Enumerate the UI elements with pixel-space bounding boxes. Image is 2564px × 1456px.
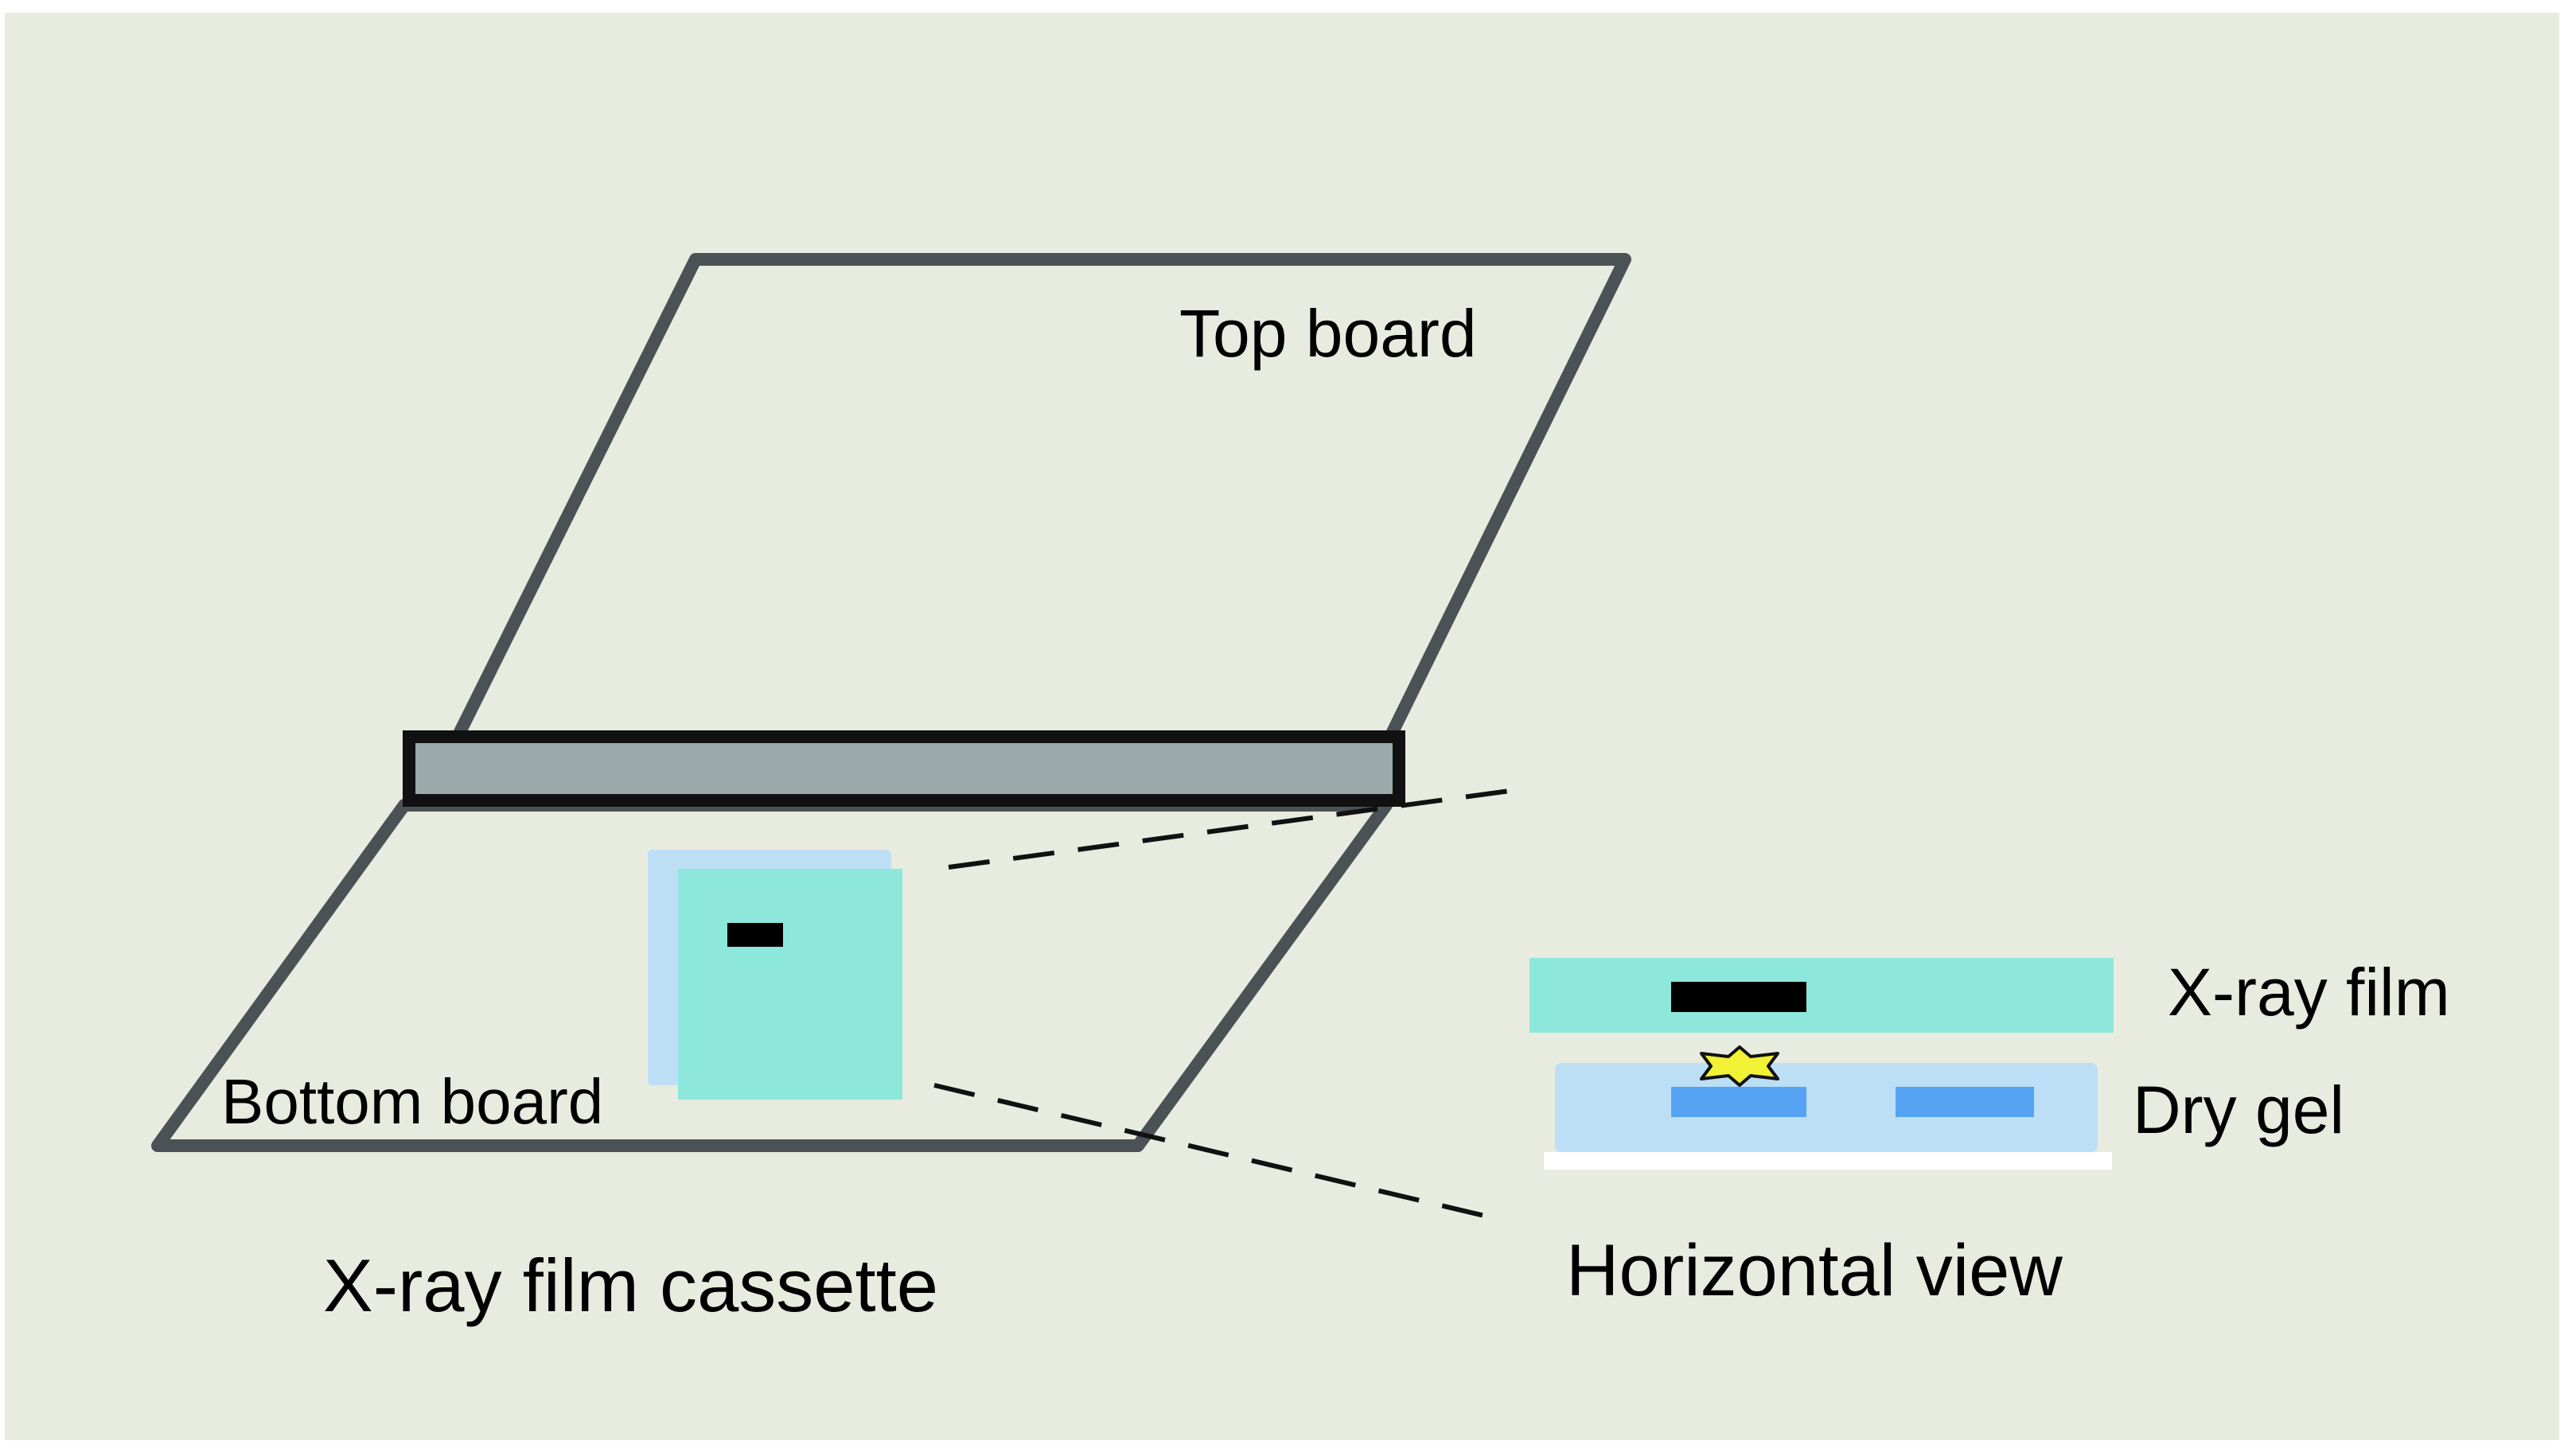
tray [1544, 1152, 2112, 1170]
dry-gel-label: Dry gel [2133, 1073, 2344, 1147]
gel-layer [1555, 1063, 2098, 1152]
cassette-caption: X-ray film cassette [323, 1244, 938, 1327]
top-board-outline [454, 253, 1631, 738]
xray-film-sheet [678, 869, 902, 1100]
gel-band-right [1896, 1087, 2034, 1117]
zoom-guide-lines [933, 787, 1522, 1221]
bottom-board-label: Bottom board [221, 1066, 603, 1137]
horizontal-view: X-ray film Dry gel Horizontal view [1529, 955, 2450, 1311]
gel-band-left [1671, 1087, 1806, 1117]
hinge-bar [403, 730, 1405, 807]
film-layer-band [1671, 982, 1806, 1012]
film-layer [1529, 958, 2114, 1033]
top-board-label: Top board [1179, 296, 1477, 371]
horizontal-view-caption: Horizontal view [1566, 1230, 2063, 1311]
zoom-line-upper [948, 787, 1522, 870]
zoom-line-lower [933, 1083, 1498, 1221]
star-icon [1700, 1045, 1779, 1087]
xray-film-cassette: Top board Bottom board X-ray film casset… [151, 253, 1631, 1327]
film-band [727, 923, 783, 947]
xray-film-label: X-ray film [2168, 955, 2450, 1030]
background [5, 13, 2559, 1440]
